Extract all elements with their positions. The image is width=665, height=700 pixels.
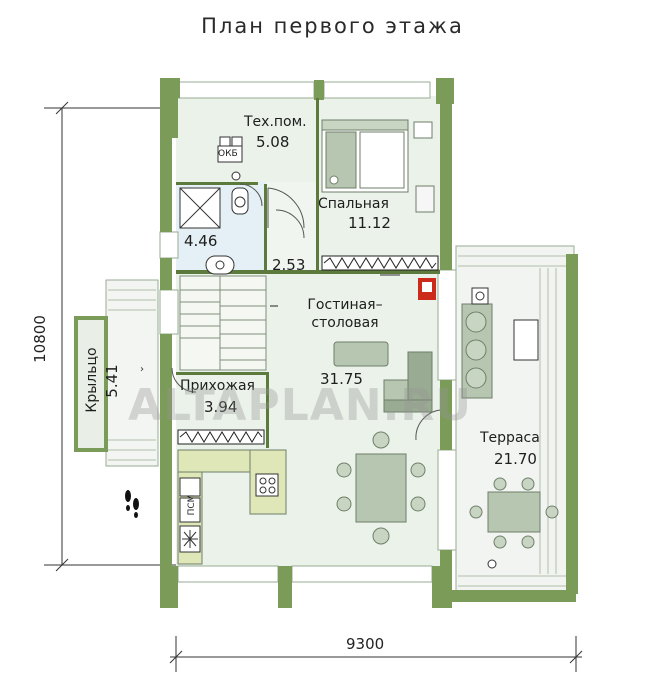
- dimension-lines: [44, 101, 583, 672]
- fireplace: [380, 274, 436, 300]
- windows: [159, 81, 457, 583]
- radiators: [177, 255, 439, 445]
- dimension-height: 10800: [31, 315, 49, 363]
- room-area-bedroom: 11.12: [348, 214, 391, 232]
- kitchen: [177, 449, 287, 565]
- room-area-terrace: 21.70: [494, 450, 537, 468]
- room-name-hall: Прихожая: [180, 378, 255, 394]
- room-area-living: 31.75: [320, 370, 363, 388]
- room-area-porch: 5.41: [103, 364, 121, 398]
- room-name-living: Гостиная–столовая: [307, 297, 383, 331]
- footprints-icon: [125, 490, 139, 518]
- room-name-bedroom: Спальная: [318, 196, 389, 212]
- terrace-area: [440, 245, 578, 602]
- room-name-tech: Тех.пом.: [244, 114, 307, 130]
- dishwasher-label: ПСМ: [187, 494, 197, 516]
- watermark: ALTAPLAN.RU: [128, 380, 472, 431]
- plan-title: План первого этажа: [201, 14, 464, 38]
- room-area-corridor: 2.53: [272, 256, 306, 274]
- room-area-hall: 3.94: [204, 398, 238, 416]
- dimension-width: 9300: [346, 635, 385, 653]
- shower: [179, 187, 235, 275]
- doors: [171, 183, 441, 441]
- room-area-tech: 5.08: [256, 133, 290, 151]
- room-name-terrace: Терраса: [480, 430, 540, 446]
- dining-table: [336, 431, 426, 545]
- living-furniture: [333, 341, 433, 413]
- staircase: [179, 275, 278, 371]
- exterior-walls: [160, 78, 454, 608]
- room-area-bathroom: 4.46: [184, 232, 218, 250]
- porch: ›: [74, 279, 159, 467]
- svg-text:›: ›: [140, 364, 144, 375]
- interior-walls: [176, 98, 440, 448]
- room-name-porch: Крыльцо: [84, 347, 100, 413]
- boiler-label: ОКБ: [218, 149, 238, 159]
- boiler-equipment: [217, 136, 249, 215]
- bed: [321, 119, 435, 213]
- terrace-furniture: [461, 287, 559, 569]
